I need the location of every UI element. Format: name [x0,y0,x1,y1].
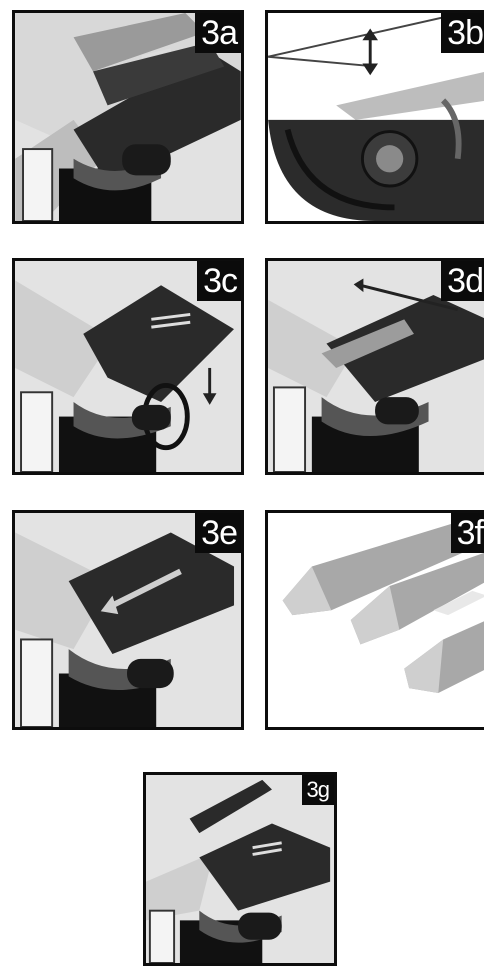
panel-label: 3d [441,261,484,301]
panel-label: 3g [301,775,334,805]
machine-illustration-3e [15,513,241,727]
panel-label: 3e [195,513,241,553]
arrow-horizontal-icon [360,283,459,312]
figure-panel-3a: 3a [12,10,244,224]
figure-panel-3g: 3g [143,772,337,966]
figure-panel-3b: 3b [265,10,484,224]
blade-illustration-3f [268,513,484,727]
panel-label: 3c [197,261,241,301]
panel-label: 3f [450,513,484,553]
panel-label: 3a [195,13,241,53]
figure-panel-3f: 3f [265,510,484,730]
figure-panel-3e: 3e [12,510,244,730]
arrow-left-icon [111,568,182,609]
figure-panel-3c: 3c [12,258,244,475]
figure-panel-3d: 3d [265,258,484,475]
panel-label: 3b [441,13,484,53]
machine-illustration-3g [146,775,334,963]
